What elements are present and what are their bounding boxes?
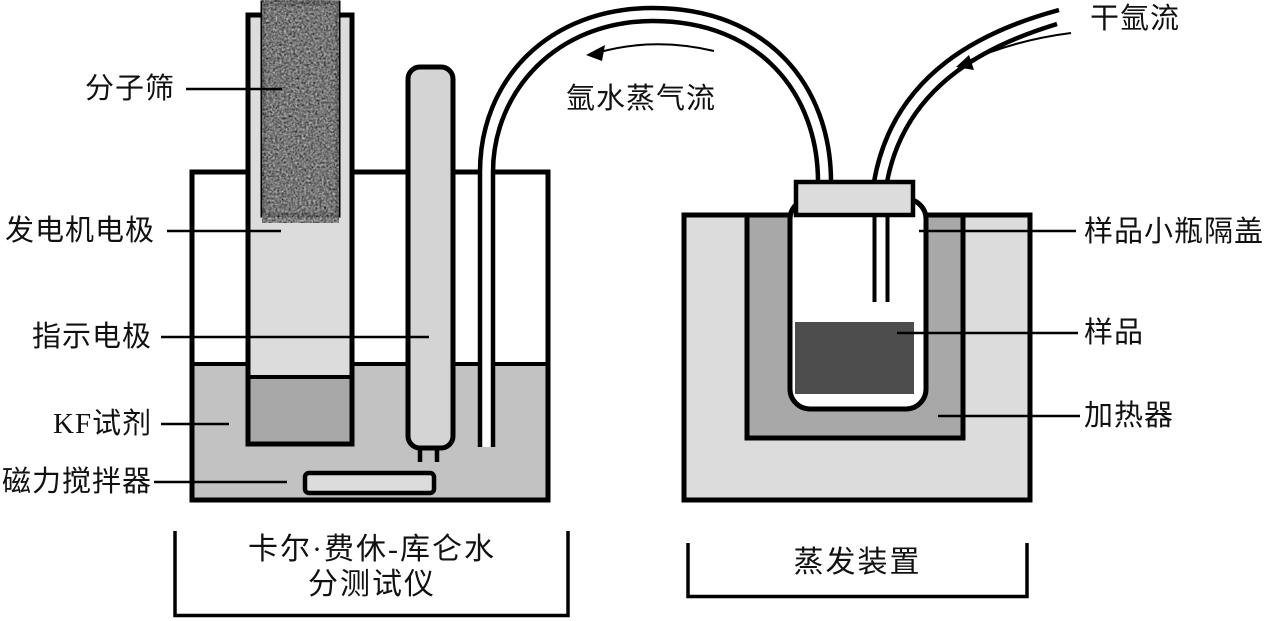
label-indicator-electrode: 指示电极 [32,321,153,353]
label-heater: 加热器 [1084,400,1175,432]
label-molecular-sieve: 分子筛 [85,73,176,105]
argon-tube-fill [874,10,1059,182]
generator-electrode-submerged [250,377,350,442]
flow-arrows [586,32,1072,70]
stir-bar [302,470,437,496]
vapor-tube-wall-inner [490,18,821,447]
dry-argon-arrowhead [956,55,974,70]
tubing [477,5,1060,447]
label-sample: 样品 [1084,317,1145,349]
argon-tube-wall-lower [884,21,1058,183]
label-vial-septum-cap: 样品小瓶隔盖 [1084,216,1265,248]
caption-kf-line1: 卡尔·费休-库仑水 [248,533,496,566]
evaporator [681,196,1033,503]
label-argon-water-vapor-flow: 氩水蒸气流 [566,83,717,115]
label-magnetic-stirrer: 磁力搅拌器 [2,466,153,498]
vapor-flow-arrowhead [586,45,605,61]
dry-argon-arrow-line [965,32,1072,63]
caption-kf-line2: 分测试仪 [308,568,436,601]
evaporator-caption-bracket [686,543,1029,599]
vial-septum-cap [793,179,916,218]
argon-tube-wall-upper [871,7,1060,183]
indicator-electrode-rod [405,64,456,451]
molecular-sieve-texture-light [265,5,336,213]
sample-fill [795,322,914,394]
vapor-flow-arrow-line [599,43,715,53]
label-kf-reagent: KF试剂 [53,408,153,440]
leader-lines [154,87,1080,484]
caption-evaporator: 蒸发装置 [793,546,922,579]
label-generator-electrode: 发电机电极 [5,215,156,247]
caption-brackets [173,531,1029,618]
caption-kf-instrument: 卡尔·费休-库仑水 分测试仪 [175,532,569,602]
label-dry-argon-flow: 干氩流 [1090,3,1181,35]
kf-caption-bracket [173,531,570,618]
vapor-tube-wall-outer [477,5,834,447]
